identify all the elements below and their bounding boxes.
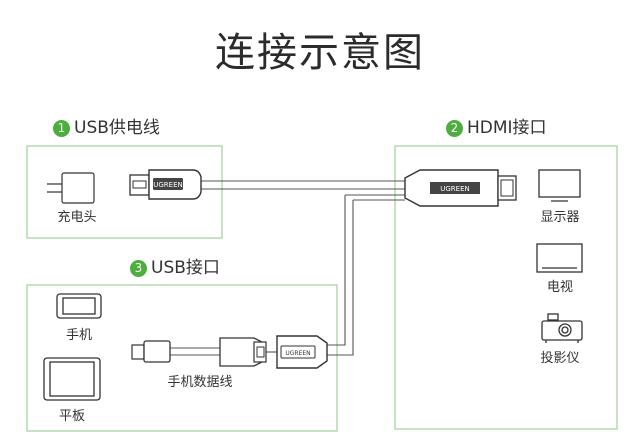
cable-y-split	[325, 194, 405, 356]
usb-power-panel	[26, 145, 223, 239]
page-title: 连接示意图	[215, 30, 425, 76]
usb-power-label: USB供电线	[74, 118, 160, 138]
display-label: 显示器	[540, 210, 580, 225]
usb-port-panel	[26, 284, 338, 432]
charger-icon	[47, 172, 95, 204]
section-label-usb-port: 3 USB接口	[130, 258, 220, 278]
phone-label: 手机	[65, 328, 92, 343]
tv-label: 电视	[546, 280, 573, 295]
step-3-badge: 3	[130, 259, 147, 277]
section-label-hdmi: 2 HDMI接口	[446, 118, 547, 138]
phone-icon	[56, 293, 102, 319]
hdmi-port-label: HDMI接口	[467, 118, 547, 138]
step-1-badge: 1	[53, 119, 70, 137]
usb-port-label: USB接口	[151, 258, 220, 278]
hdmi-panel	[394, 145, 618, 430]
phone-cable-label: 手机数据线	[167, 375, 233, 390]
charger-label: 充电头	[57, 210, 97, 225]
tablet-icon	[43, 357, 101, 401]
projector-icon	[541, 313, 583, 343]
step-2-badge: 2	[446, 119, 463, 137]
hdmi-brand-logo: UGREEN	[440, 185, 470, 193]
micro-usb-plug	[131, 340, 171, 363]
receptacle-brand-logo: UGREEN	[285, 350, 310, 357]
hdmi-plug	[404, 169, 517, 207]
tv-icon	[536, 243, 583, 273]
display-icon	[538, 169, 581, 202]
tablet-label: 平板	[58, 409, 85, 424]
brand-logo: UGREEN	[153, 181, 183, 189]
usb-a-plug	[219, 337, 267, 367]
usb-receptacle	[276, 335, 328, 369]
usb-power-plug	[129, 169, 202, 200]
projector-label: 投影仪	[540, 351, 580, 366]
usb-power-cable	[200, 180, 405, 190]
section-label-usb-power: 1 USB供电线	[53, 118, 160, 138]
